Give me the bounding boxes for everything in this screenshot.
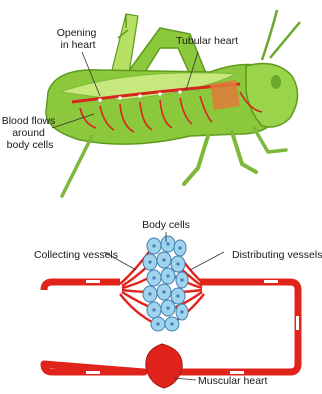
body-cells bbox=[143, 236, 188, 331]
grasshopper-leg bbox=[184, 136, 208, 184]
label-opening-in-heart: Opening in heart bbox=[57, 27, 100, 51]
heart-chamber bbox=[210, 80, 240, 110]
muscular-heart bbox=[146, 344, 182, 388]
grasshopper-eye bbox=[271, 75, 281, 89]
grasshopper-tibia bbox=[62, 136, 92, 196]
distributing-pointer bbox=[190, 252, 224, 270]
label-muscular-heart: Muscular heart bbox=[198, 375, 268, 387]
label-tubular-heart: Tubular heart bbox=[176, 35, 238, 47]
label-collecting-vessels: Collecting vessels bbox=[34, 249, 118, 261]
label-distributing-vessels: Distributing vessels bbox=[232, 249, 322, 261]
label-blood-flows: Blood flows around body cells bbox=[2, 115, 59, 151]
label-body-cells: Body cells bbox=[142, 219, 190, 231]
grasshopper-antenna bbox=[270, 22, 300, 58]
grasshopper-leg bbox=[232, 132, 256, 172]
